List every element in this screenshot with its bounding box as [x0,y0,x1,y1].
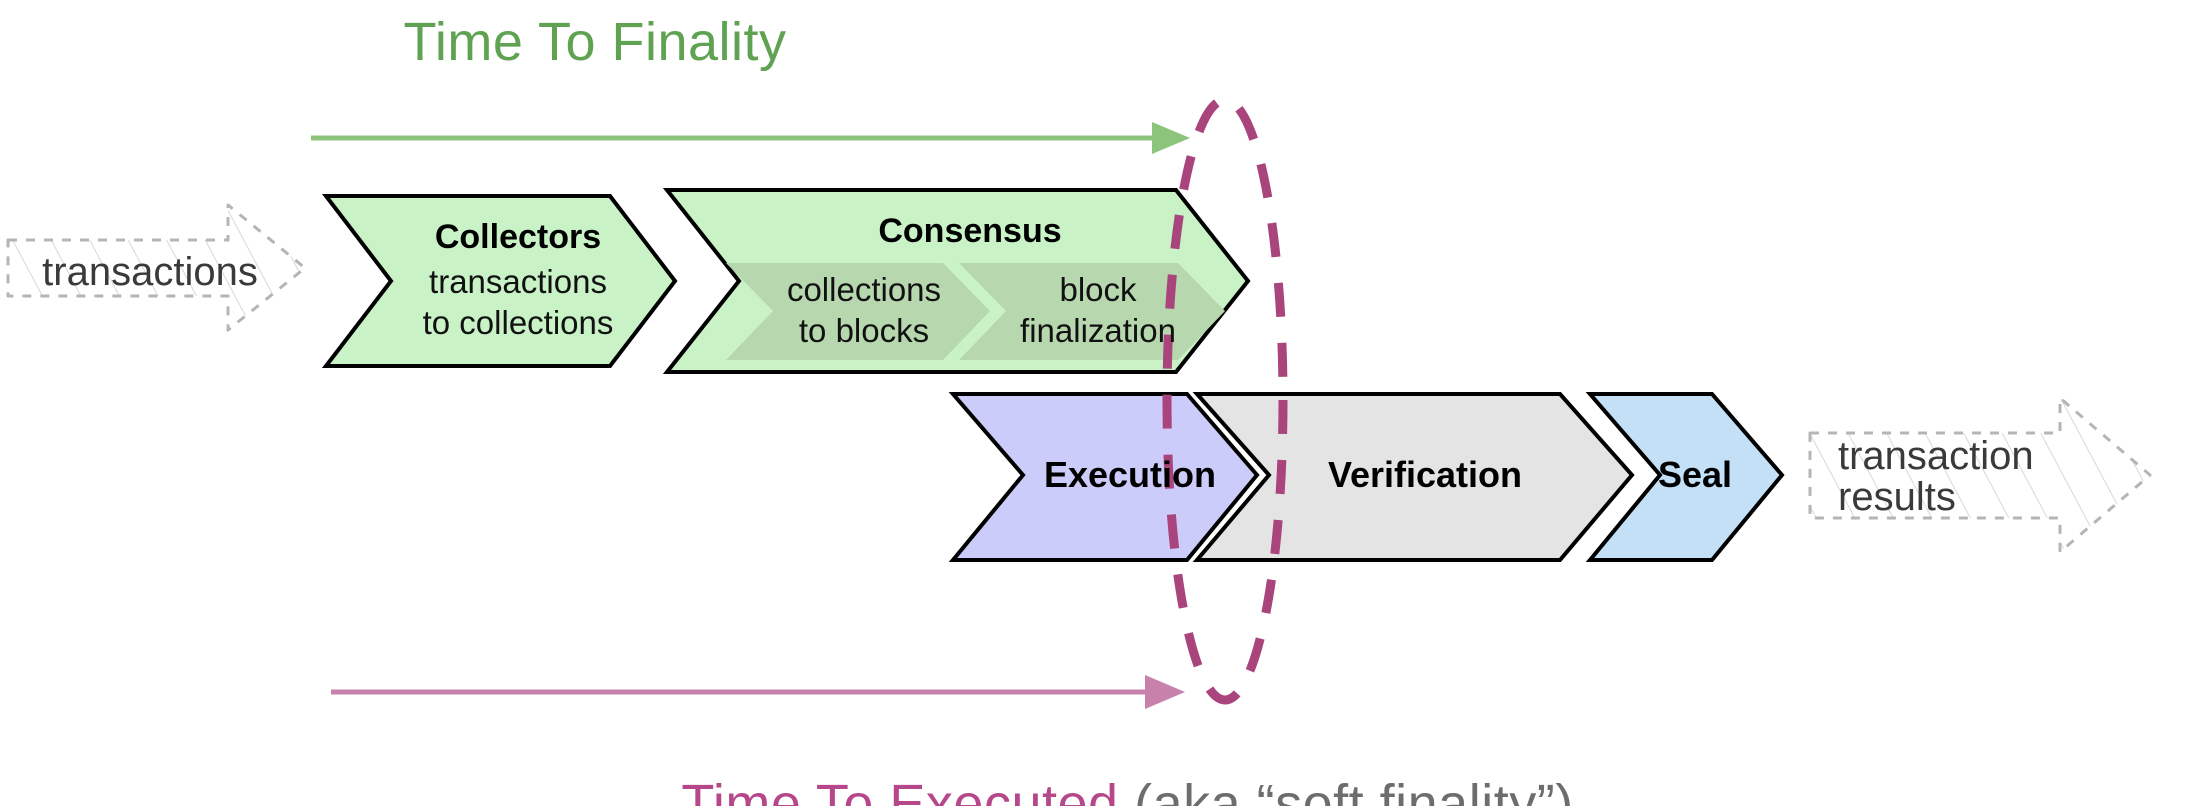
time-to-executed-title: Time To Executed (aka “soft finality”) [0,714,2194,806]
consensus-step-2-line1: block [1059,271,1137,308]
transaction-results-label-line1: transaction [1838,434,2034,478]
execution-chevron [948,392,1260,562]
time-to-executed-secondary: (aka “soft finality”) [1118,774,1574,806]
time-to-finality-title: Time To Finality [403,12,787,72]
consensus-chevron [662,188,1251,374]
verification-title: Verification [1327,454,1523,495]
verification-chevron [1192,392,1635,562]
time-to-executed-primary: Time To Executed [681,774,1119,806]
seal-title: Seal [1657,454,1733,495]
time-to-executed-arrow [331,675,1185,709]
consensus-title: Consensus [878,212,1062,250]
finality-boundary-ellipse [1162,95,1288,705]
consensus-step-2-line2: finalization [1020,312,1176,349]
time-to-finality-arrow [311,122,1190,154]
collectors-subtitle-line1: transactions [429,263,607,300]
consensus-step-1-line1: collections [786,271,942,308]
transaction-results-output-arrow [1808,396,2152,554]
collectors-chevron [321,194,678,368]
transactions-input-arrow [6,203,307,332]
execution-title: Execution [1043,454,1217,495]
collectors-subtitle-line2: to collections [422,304,614,341]
consensus-step-1-line2: to blocks [798,312,930,349]
transaction-results-label-line2: results [1838,475,1956,519]
transactions-input-label: transactions [42,250,258,294]
seal-chevron [1585,392,1785,562]
collectors-title: Collectors [434,218,602,256]
